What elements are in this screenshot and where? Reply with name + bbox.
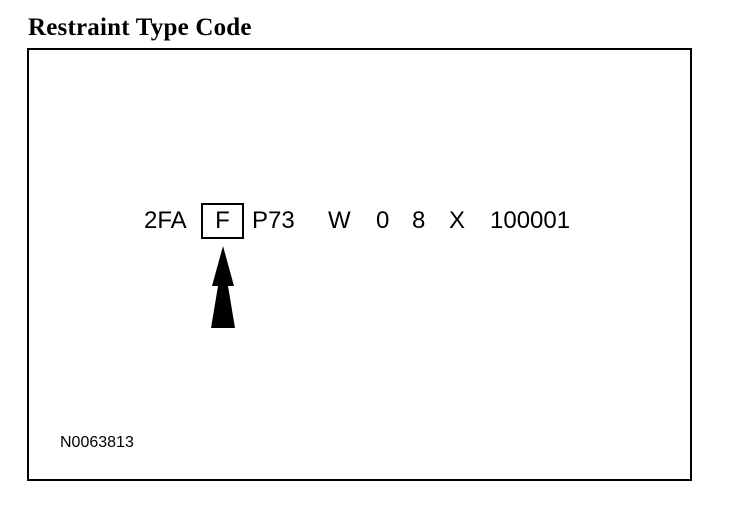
diagram-frame: [27, 48, 692, 481]
up-arrow-icon: [211, 246, 235, 328]
vin-highlighted-character: F: [201, 203, 244, 239]
vin-segment-4: 0: [376, 207, 390, 234]
vin-segment-3: W: [328, 207, 351, 234]
vin-segment-7: 100001: [490, 207, 571, 234]
diagram-title: Restraint Type Code: [28, 14, 252, 41]
vin-segment-2: P73: [252, 207, 295, 234]
vin-segment-5: 8: [412, 207, 426, 234]
vin-segment-6: X: [449, 207, 466, 234]
figure-id: N0063813: [60, 434, 134, 451]
vin-segment-1: 2FA: [144, 207, 187, 234]
